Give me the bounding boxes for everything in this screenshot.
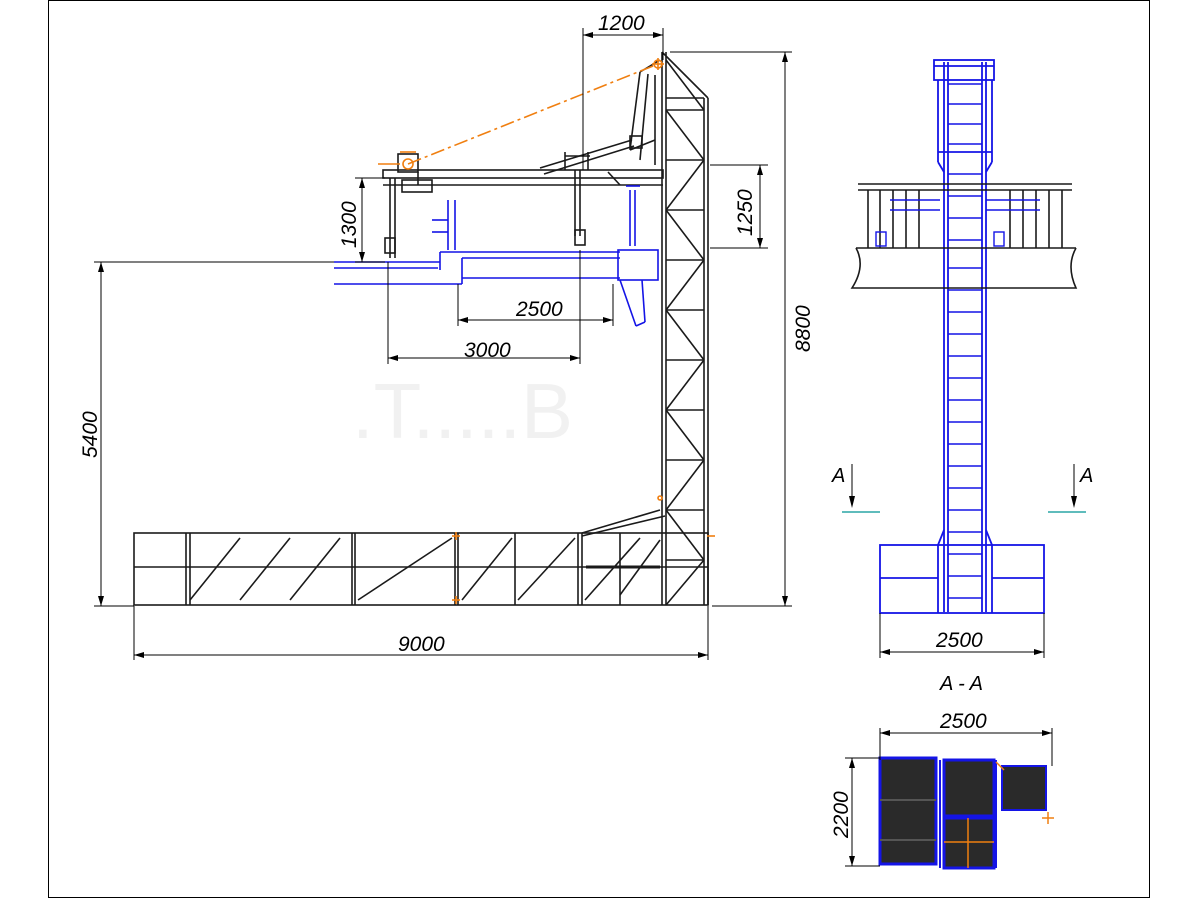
tank-end-blue [875,199,1040,247]
front-base [879,529,1045,614]
dim-arm-height: 1300 [338,201,361,248]
dim-section-depth: 2200 [830,791,853,839]
dim-total-height: 8800 [792,305,815,352]
front-dimensions [879,613,1045,658]
dim-platform-height: 5400 [79,411,102,458]
boom-platform [382,152,664,258]
dim-head-height: 1250 [734,189,757,236]
section-dimensions [845,728,1053,867]
dim-section-width: 2500 [939,710,987,733]
side-dimensions [94,28,792,660]
side-dimension-arrows [98,32,788,658]
dim-tower-offset: 1200 [598,12,645,35]
ladder-rungs [948,83,982,599]
crane-mast [539,59,661,175]
section-mark-right: A [1079,465,1093,487]
dim-front-base-width: 2500 [935,629,983,652]
cable-line [378,58,715,604]
dim-base-length: 9000 [398,633,445,656]
section-marks [842,464,1086,513]
dim-arm-reach-3000: 3000 [464,339,511,362]
ladder [933,59,995,612]
front-view [879,59,1045,614]
watermark: .T.....B [352,367,573,455]
drawing-frame [48,0,1150,898]
section-mark-left: A [831,465,845,487]
tank-car [334,185,659,327]
section-view [878,756,1054,870]
base-frame [133,509,709,606]
tower [661,51,709,606]
dim-arm-reach-2500: 2500 [515,298,563,321]
section-title: A - A [939,673,983,695]
side-view [133,51,715,606]
